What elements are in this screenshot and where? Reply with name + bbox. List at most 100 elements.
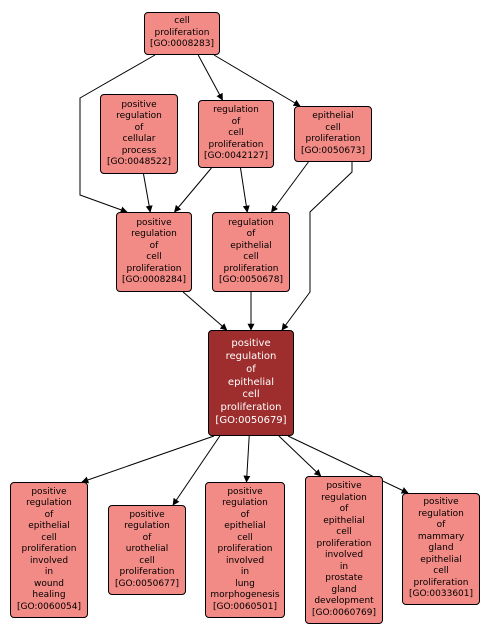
go-term-label-line: of — [149, 240, 159, 251]
go-term-label-line: development — [314, 596, 374, 606]
go-term-label-line: positive — [121, 99, 157, 110]
go-term-label-line: involved — [225, 555, 265, 566]
go-term-label-line: positive — [129, 509, 165, 520]
go-term-label-line: cell — [336, 527, 352, 537]
edge-arrow — [81, 435, 215, 484]
go-term-label-line: lung — [235, 578, 255, 589]
go-term-label-line: prostate — [325, 573, 363, 583]
go-term-label-line: cell — [146, 252, 162, 262]
go-term-label-line: regulation — [213, 105, 259, 116]
go-term-label-line: regulation — [131, 229, 177, 239]
go-term-label-line: regulation — [321, 492, 367, 503]
go-term-label-line: of — [231, 116, 241, 127]
go-term-label-line: cell — [325, 122, 341, 133]
go-term-label-line: [GO:0060501] — [212, 601, 278, 612]
go-term-label-line: urothelial — [125, 544, 169, 555]
go-term-label-line: proliferation — [316, 538, 372, 549]
edge-arrow — [278, 435, 322, 477]
go-term-label-line: of — [246, 363, 256, 375]
go-term-label-line: positive — [227, 486, 263, 497]
go-term-label-line: [GO:0048522] — [106, 157, 172, 167]
go-term-label-line: cell — [174, 16, 190, 27]
go-term-label-line: epithelial — [28, 521, 70, 532]
go-term-label-line: [GO:0050678] — [218, 275, 284, 285]
go-term-label-line: proliferation — [154, 27, 210, 38]
go-term-label-line: regulation — [225, 351, 277, 362]
go-term-label-line: regulation — [418, 508, 464, 519]
go-term-label-line: regulation — [124, 521, 170, 532]
go-term-label-line: of — [436, 520, 446, 531]
go-term-label-line: positive — [326, 481, 362, 491]
go-term-label-line: [GO:0050673] — [300, 145, 366, 156]
edge-arrow — [271, 161, 309, 213]
go-term-label-line: epithelial — [227, 376, 275, 388]
go-term-label-line: cell — [243, 252, 259, 262]
edge-arrow — [243, 435, 251, 483]
go-term-label-line: proliferation — [119, 567, 175, 578]
go-term-label-line: [GO:0008284] — [121, 275, 187, 285]
go-term-label-line: proliferation — [21, 544, 77, 555]
go-term-label-line: positive — [136, 217, 172, 228]
go-term-label-line: of — [240, 509, 250, 520]
go-term-label-line: [GO:0050679] — [215, 414, 287, 426]
go-term-label-line: proliferation — [126, 263, 182, 274]
go-term-label-line: of — [142, 532, 152, 543]
go-term-label-line: of — [134, 122, 144, 133]
go-term-label-line: regulation — [228, 217, 274, 228]
edge-arrow — [281, 162, 353, 331]
go-term-label-line: in — [44, 567, 54, 578]
go-term-label-line: morphogenesis — [210, 590, 280, 601]
go-term-label-line: cell — [242, 389, 260, 401]
go-term-label-line: epithelial — [420, 554, 462, 565]
go-term-label-line: positive — [31, 486, 67, 497]
go-term-label-line: positive — [231, 338, 271, 350]
go-term-label-line: involved — [324, 550, 364, 560]
go-term-label-line: proliferation — [305, 134, 361, 144]
go-term-label-line: [GO:0042127] — [203, 151, 269, 162]
go-term-label-line: cell — [433, 566, 449, 577]
go-term-label-line: cell — [139, 555, 155, 566]
edge-arrow — [172, 435, 221, 506]
go-term-label-line: proliferation — [208, 139, 264, 150]
edge-arrow — [213, 54, 301, 107]
edge-arrow — [240, 167, 250, 213]
go-term-label-line: wound — [34, 578, 64, 589]
edge-arrow — [79, 54, 156, 214]
edge-arrow — [174, 167, 212, 213]
go-term-label-line: epithelial — [323, 515, 365, 526]
go-term-label-line: of — [339, 504, 349, 514]
go-term-label-line: gland — [331, 584, 357, 595]
go-term-label-line: process — [121, 145, 157, 156]
go-term-label-line: mammary — [417, 531, 465, 542]
edge-arrow — [143, 173, 153, 213]
go-term-label-line: positive — [423, 497, 459, 508]
edge-arrow — [197, 54, 223, 101]
go-term-label-line: [GO:0008283] — [149, 39, 215, 50]
go-term-label-line: [GO:0050677] — [114, 578, 180, 589]
go-term-label-line: regulation — [222, 498, 268, 509]
go-term-label-line: [GO:0033601] — [408, 589, 474, 600]
go-term-label-line: [GO:0060054] — [16, 601, 82, 612]
go-term-label-line: cell — [237, 532, 253, 543]
go-term-label-line: cell — [228, 128, 244, 139]
go-term-label-line: [GO:0060769] — [311, 607, 377, 618]
go-term-label-line: healing — [32, 590, 66, 601]
edge-arrow — [287, 435, 409, 494]
go-term-label-line: proliferation — [220, 402, 282, 414]
go-term-label-line: epithelial — [312, 111, 354, 121]
go-term-label-line: of — [246, 229, 256, 239]
